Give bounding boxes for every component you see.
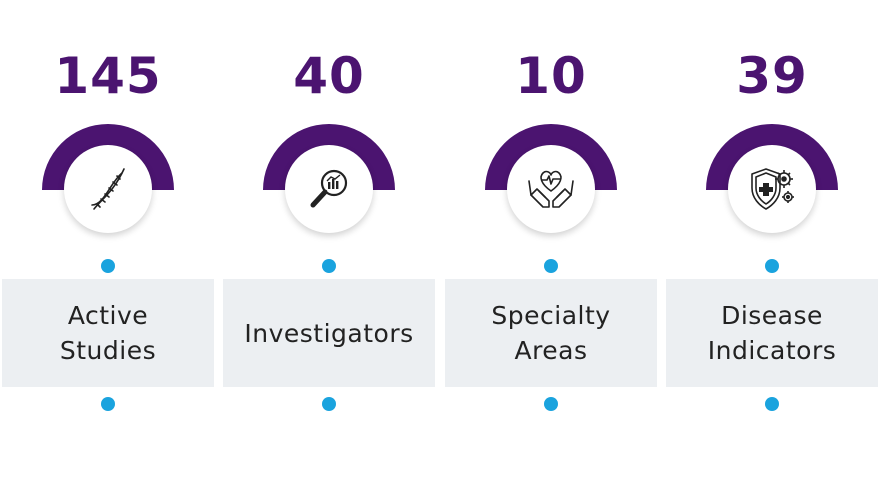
connector-dot-bottom	[101, 397, 115, 411]
shield-virus-icon	[751, 168, 794, 210]
connector-dot-bottom	[544, 397, 558, 411]
stat-number: 145	[54, 47, 162, 105]
connector-dot-top	[101, 259, 115, 273]
stat-number: 10	[515, 47, 587, 105]
stat-label-box: Investigators	[223, 279, 435, 387]
stat-label: Disease Indicators	[707, 301, 837, 365]
stat-number: 39	[736, 47, 808, 105]
arc-decoration	[485, 124, 617, 190]
connector-dot-top	[765, 259, 779, 273]
icon-badge	[64, 145, 152, 233]
icon-badge	[728, 145, 816, 233]
stat-label-box: Active Studies	[2, 279, 214, 387]
connector-dot-top	[322, 259, 336, 273]
stat-label-box: Disease Indicators	[666, 279, 878, 387]
heart-hands-icon	[528, 170, 574, 208]
stat-disease-indicators: 39	[666, 0, 878, 495]
stat-active-studies: 145 Active Studies	[2, 0, 214, 495]
arc-decoration	[42, 124, 174, 190]
icon-badge	[507, 145, 595, 233]
arc-decoration	[263, 124, 395, 190]
stat-number: 40	[293, 47, 365, 105]
arc-decoration	[706, 124, 838, 190]
stat-label: Investigators	[244, 318, 414, 348]
stat-investigators: 40 Investigators	[223, 0, 435, 495]
connector-dot-bottom	[765, 397, 779, 411]
magnifier-chart-icon	[310, 169, 348, 208]
icon-badge	[285, 145, 373, 233]
stat-label: Specialty Areas	[491, 301, 611, 365]
stat-specialty-areas: 10 Specialty Areas	[445, 0, 657, 495]
dna-icon	[91, 168, 125, 210]
connector-dot-top	[544, 259, 558, 273]
connector-dot-bottom	[322, 397, 336, 411]
stat-label-box: Specialty Areas	[445, 279, 657, 387]
stat-label: Active Studies	[59, 301, 157, 365]
